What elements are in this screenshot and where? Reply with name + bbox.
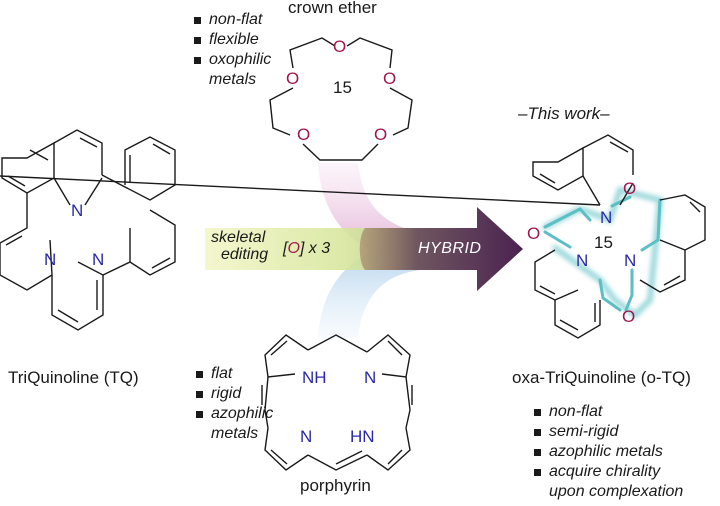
otq-macrocycle-highlight xyxy=(542,186,664,319)
property-item: oxophilic xyxy=(194,50,271,70)
property-item: azophilic metals xyxy=(534,442,683,462)
crown-ring-size: 15 xyxy=(333,78,352,97)
otq-n-top: N xyxy=(600,208,612,227)
crown-ether-properties: non-flat flexible oxophilic metals xyxy=(194,10,271,90)
porphyrin-nh-top-left: NH xyxy=(302,368,327,387)
property-item: metals xyxy=(209,71,257,88)
crown-o-bottom-left: O xyxy=(297,125,310,144)
property-item: acquire chirality xyxy=(534,462,683,482)
triquinoline-label: TriQuinoline (TQ) xyxy=(8,368,139,387)
property-item: azophilic xyxy=(196,404,273,424)
this-work-header: –This work– xyxy=(518,104,610,123)
reagent-multiplier: ] x 3 xyxy=(299,240,331,257)
crown-o-left: O xyxy=(286,69,299,88)
property-item: non-flat xyxy=(534,402,683,422)
otq-structure xyxy=(0,134,706,339)
otq-label: oxa-TriQuinoline (o-TQ) xyxy=(512,368,691,387)
crown-ether-title: crown ether xyxy=(288,0,377,17)
skeletal-text: skeletal xyxy=(211,229,266,246)
triquinoline-structure xyxy=(0,129,176,331)
property-item: upon complexation xyxy=(549,483,684,500)
reagent-oxygen: O xyxy=(287,240,300,257)
tq-n-top: N xyxy=(71,201,83,220)
otq-o-left: O xyxy=(527,224,540,243)
property-item: flat xyxy=(196,364,273,384)
otq-ring-size: 15 xyxy=(594,233,613,252)
crown-o-top: O xyxy=(333,37,346,56)
property-item: metals xyxy=(211,425,259,442)
crown-o-right: O xyxy=(383,69,396,88)
tq-n-right: N xyxy=(92,250,104,269)
property-item: flexible xyxy=(194,30,271,50)
skeletal-editing-label: skeletal editing xyxy=(211,229,268,263)
tq-n-left: N xyxy=(44,250,56,269)
otq-properties: non-flat semi-rigid azophilic metals acq… xyxy=(534,402,683,502)
otq-n-left: N xyxy=(576,251,588,270)
otq-n-right: N xyxy=(624,251,636,270)
reagent-label: [O] x 3 xyxy=(283,240,330,258)
hybrid-arrow xyxy=(359,207,523,291)
bracket-open: [ xyxy=(283,240,288,257)
porphyrin-hn-bottom-right: HN xyxy=(350,427,375,446)
crown-o-bottom-right: O xyxy=(374,125,387,144)
hybrid-label: HYBRID xyxy=(418,240,482,257)
property-item: non-flat xyxy=(194,10,271,30)
porphyrin-n-bottom-left: N xyxy=(300,427,312,446)
porphyrin-structure xyxy=(261,334,413,471)
property-item: semi-rigid xyxy=(534,422,683,442)
editing-text: editing xyxy=(221,246,269,263)
porphyrin-properties: flat rigid azophilic metals xyxy=(196,364,273,444)
otq-o-bottom: O xyxy=(622,307,635,326)
crown-ether-structure xyxy=(269,37,413,161)
property-item: rigid xyxy=(196,384,273,404)
porphyrin-n-top-right: N xyxy=(364,368,376,387)
porphyrin-label: porphyrin xyxy=(300,476,371,495)
otq-o-top-right: O xyxy=(623,179,636,198)
